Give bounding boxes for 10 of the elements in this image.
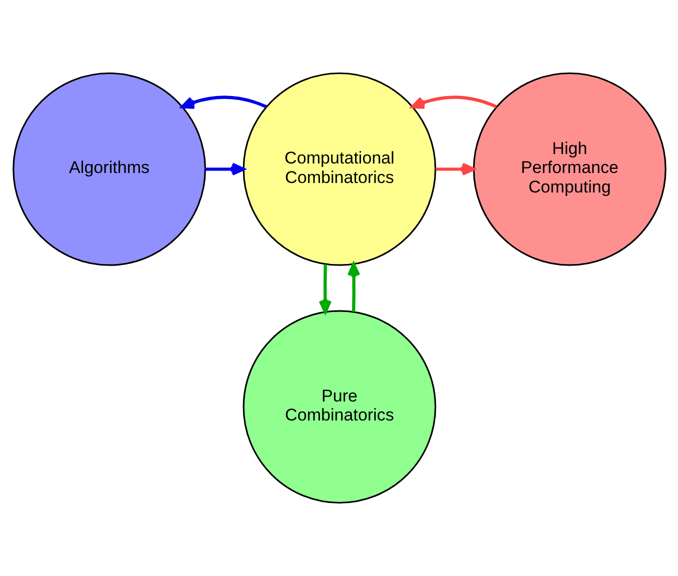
node-circle: Pure Combinatorics xyxy=(242,310,436,504)
arrow xyxy=(318,264,332,314)
node-circle: High Performance Computing xyxy=(472,72,666,266)
node-circle: Algorithms xyxy=(12,72,206,266)
arrow xyxy=(180,96,266,109)
arrow xyxy=(346,262,360,312)
node-circle: Computational Combinatorics xyxy=(242,72,436,266)
arrow xyxy=(205,162,244,176)
arrow xyxy=(410,96,497,109)
arrow xyxy=(435,162,474,176)
